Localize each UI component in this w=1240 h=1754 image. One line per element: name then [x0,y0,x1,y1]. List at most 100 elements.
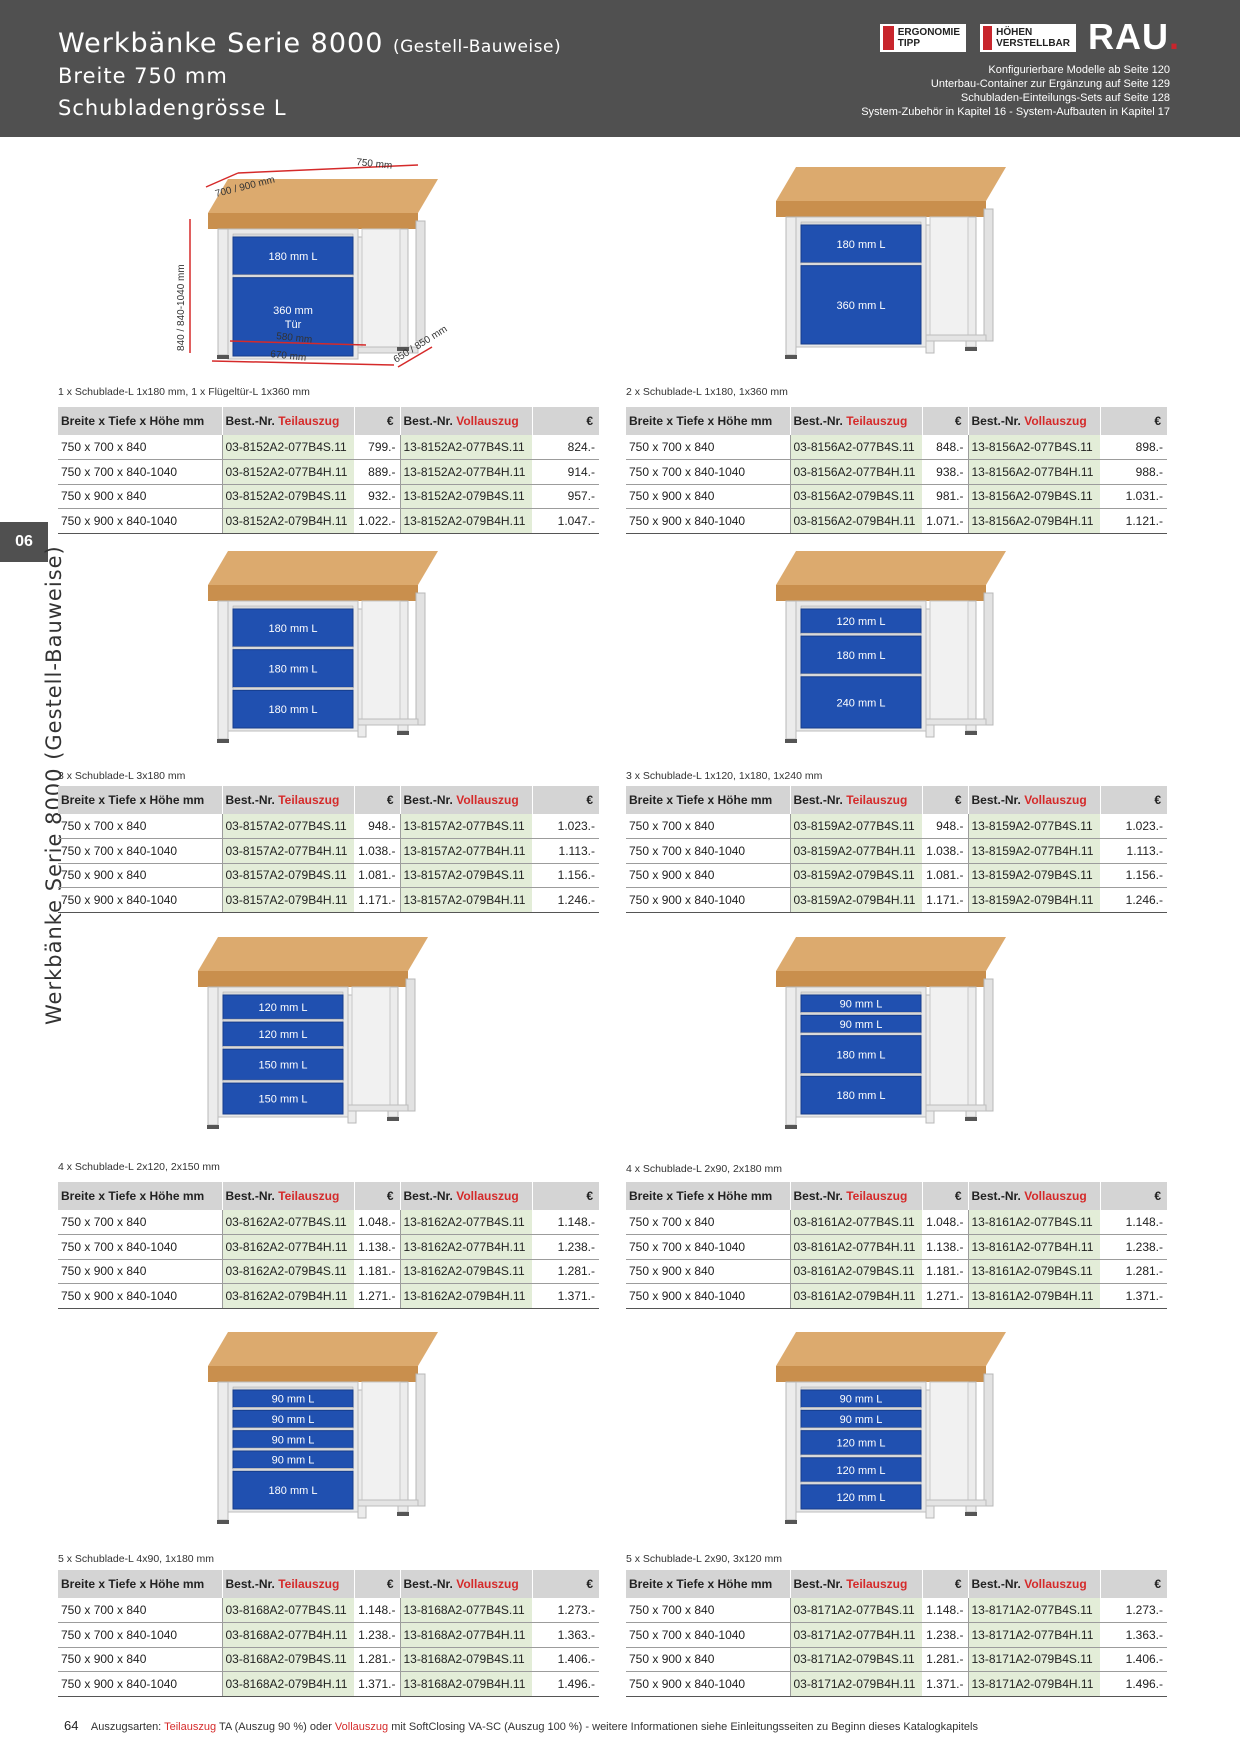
col-voll-nr-header: Best.-Nr. Vollauszug [967,407,1100,435]
col-voll-eur-header: € [531,786,599,814]
cell-teil-artno: 03-8159A2-077B4H.11 [789,838,922,864]
cell-voll-artno: 13-8152A2-077B4H.11 [399,459,532,485]
cabinet-side-panel [361,600,401,720]
drawer-front [222,1048,344,1081]
col-dims-header: Breite x Tiefe x Höhe mm [626,786,790,814]
dim-outer-label: 670 mm [270,349,307,364]
drawer-label: 180 mm L [269,664,318,676]
cell-teil-artno: 03-8161A2-077B4S.11 [789,1210,922,1235]
drawer-label: 120 mm L [837,1492,886,1504]
cell-voll-artno: 13-8156A2-079B4S.11 [967,484,1100,509]
cell-teil-artno: 03-8152A2-079B4H.11 [221,508,354,534]
cell-dims: 750 x 700 x 840 [58,1210,222,1235]
cell-voll-price: 1.406.- [1100,1647,1167,1672]
table-header-row: Breite x Tiefe x Höhe mm Best.-Nr. Teila… [626,1182,1167,1210]
cell-voll-price: 1.246.- [532,887,599,913]
cell-voll-price: 1.121.- [1100,508,1167,534]
cell-voll-artno: 13-8157A2-077B4H.11 [399,838,532,864]
benchtop-surface [198,937,428,971]
cell-voll-artno: 13-8152A2-079B4S.11 [399,484,532,509]
benchtop-surface [208,551,438,585]
benchtop-surface [208,1332,438,1366]
dim-height-label: 840 / 840-1040 mm [176,264,187,351]
page-title: Werkbänke Serie 8000 (Gestell-Bauweise) [58,28,561,59]
footer-voll-desc: mit SoftClosing VA-SC (Auszug 100 %) - w… [391,1721,978,1733]
drawer-label: 180 mm L [269,623,318,635]
benchtop-edge [776,971,986,987]
cell-voll-price: 1.281.- [532,1259,599,1284]
drawer-label: 180 mm L [269,704,318,716]
dim-width-label: 750 mm [356,157,393,172]
cell-voll-price: 1.148.- [1100,1210,1167,1235]
cell-dims: 750 x 900 x 840 [626,484,790,509]
foot [965,731,977,735]
table-header-row: Breite x Tiefe x Höhe mm Best.-Nr. Teila… [58,1570,599,1598]
cell-teil-artno: 03-8159A2-079B4H.11 [789,887,922,913]
cell-teil-artno: 03-8162A2-079B4S.11 [221,1259,354,1284]
drawer-label: 180 mm L [837,239,886,251]
benchtop-edge [208,585,418,601]
col-teil-nr-header: Best.-Nr. Teilauszug [789,407,922,435]
cell-voll-price: 824.- [532,435,599,460]
col-teil-eur-header: € [921,1570,968,1598]
cell-teil-artno: 03-8162A2-077B4S.11 [221,1210,354,1235]
drawer-label: 90 mm L [840,1414,883,1426]
cell-teil-price: 1.071.- [922,508,968,534]
price-table: Breite x Tiefe x Höhe mm Best.-Nr. Teila… [626,1182,1167,1309]
drawer-front [800,676,922,729]
drawer-label: 90 mm L [272,1394,315,1406]
cell-teil-artno: 03-8168A2-077B4H.11 [221,1622,354,1648]
col-voll-nr-header: Best.-Nr. Vollauszug [399,1182,532,1210]
header-note: System-Zubehör in Kapitel 16 - System-Au… [861,106,1170,118]
foot [397,347,409,351]
cell-teil-price: 1.238.- [922,1622,968,1648]
foot [397,1512,409,1516]
price-table: Breite x Tiefe x Höhe mm Best.-Nr. Teila… [58,786,599,913]
cell-teil-price: 1.271.- [922,1283,968,1309]
height-adjust-icon [983,26,993,50]
drawer-label: 180 mm L [269,251,318,263]
cabinet-side-panel [361,228,401,348]
table-header-row: Breite x Tiefe x Höhe mm Best.-Nr. Teila… [58,1182,599,1210]
hoehenverstellbar-badge: HÖHEN VERSTELLBAR [980,24,1076,52]
col-voll-eur-header: € [531,1182,599,1210]
cell-teil-artno: 03-8161A2-077B4H.11 [789,1234,922,1260]
foot [387,1117,399,1121]
price-table: Breite x Tiefe x Höhe mm Best.-Nr. Teila… [626,1570,1167,1697]
drawer-label: 90 mm L [840,1019,883,1031]
product-caption: 2 x Schublade-L 1x180, 1x360 mm [626,386,788,398]
cell-teil-price: 889.- [354,459,400,485]
cell-dims: 750 x 700 x 840 [626,435,790,460]
cell-dims: 750 x 700 x 840-1040 [626,1234,790,1260]
cell-teil-price: 1.048.- [354,1210,400,1235]
foot [785,1125,797,1129]
drawer-label: 90 mm L [272,1434,315,1446]
product-caption: 4 x Schublade-L 2x90, 2x180 mm [626,1163,783,1175]
cell-voll-artno: 13-8152A2-077B4S.11 [399,435,532,460]
cell-teil-price: 1.238.- [354,1622,400,1648]
cell-dims: 750 x 900 x 840 [58,1647,222,1672]
col-teil-nr-header: Best.-Nr. Teilauszug [221,786,354,814]
price-table: Breite x Tiefe x Höhe mm Best.-Nr. Teila… [626,407,1167,534]
col-teil-eur-header: € [921,1182,968,1210]
cell-voll-price: 1.371.- [1100,1283,1167,1309]
cell-dims: 750 x 900 x 840 [626,1259,790,1284]
product-caption: 4 x Schublade-L 2x120, 2x150 mm [58,1161,220,1173]
price-table: Breite x Tiefe x Höhe mm Best.-Nr. Teila… [626,786,1167,913]
cell-voll-artno: 13-8161A2-079B4H.11 [967,1283,1100,1309]
benchtop-surface [776,937,1006,971]
drawer-front [800,1430,922,1456]
cell-teil-artno: 03-8157A2-077B4S.11 [221,814,354,839]
cell-teil-price: 848.- [922,435,968,460]
table-header-row: Breite x Tiefe x Höhe mm Best.-Nr. Teila… [58,786,599,814]
